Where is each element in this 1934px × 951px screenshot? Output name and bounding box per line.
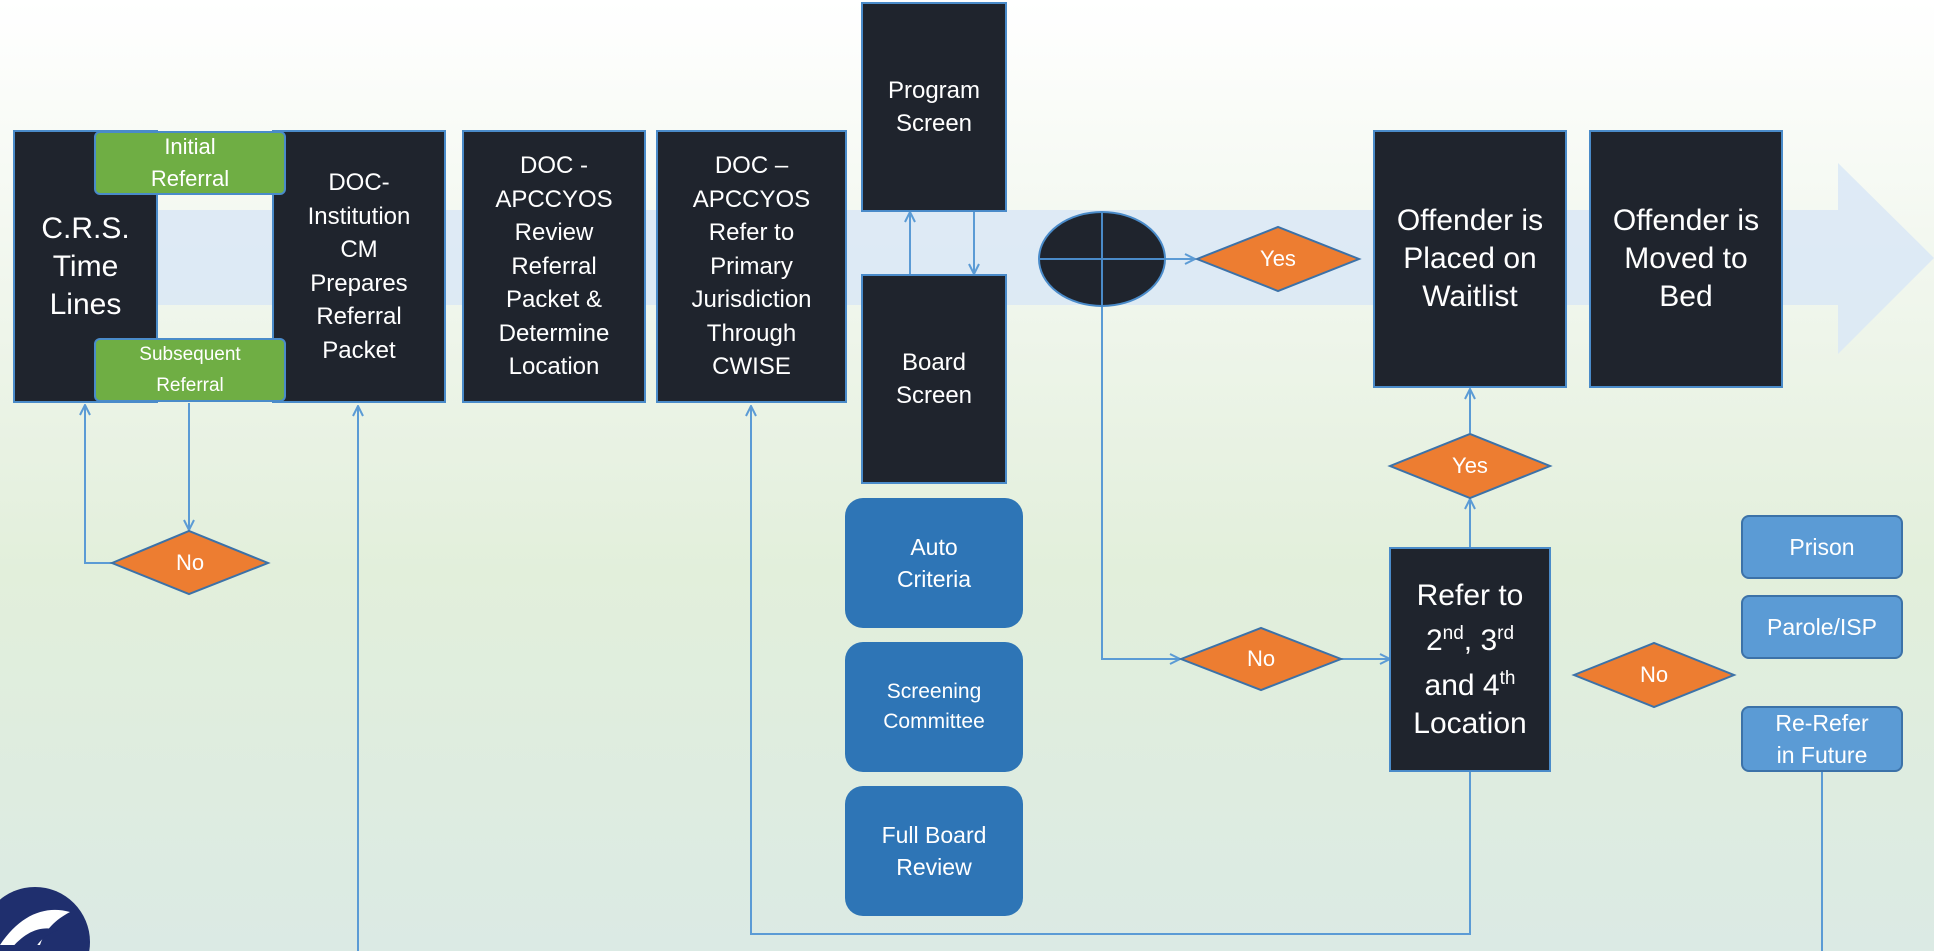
- yes-top-label: Yes: [1260, 246, 1296, 271]
- decision-circle: [1038, 211, 1166, 307]
- moved-to-bed-label: Offender is Moved to Bed: [1612, 204, 1760, 313]
- waitlist-label: Offender is Placed on Waitlist: [1396, 204, 1544, 313]
- connectors: [85, 212, 1823, 951]
- program-screen-label: Program Screen: [887, 76, 981, 138]
- re-refer-button: Re-Refer in Future: [1741, 706, 1903, 772]
- doc-review-label: DOC - APCCYOS Review Referral Packet & D…: [495, 152, 613, 381]
- diamond-no-right: [1571, 641, 1737, 709]
- initial-referral-tag: Initial Referral: [94, 131, 286, 195]
- refer-location-box: Refer to 2nd, 3rd and 4th Location: [1389, 547, 1551, 772]
- board-screen-box: Board Screen: [861, 274, 1007, 484]
- program-screen-box: Program Screen: [861, 2, 1007, 212]
- no-mid-label: No: [1246, 646, 1276, 671]
- yes-mid-label: Yes: [1452, 453, 1488, 478]
- diamond-yes-mid: [1387, 432, 1553, 500]
- doc-institution-box: DOC- Institution CM Prepares Referral Pa…: [272, 130, 446, 403]
- doc-review-box: DOC - APCCYOS Review Referral Packet & D…: [462, 130, 646, 403]
- board-screen-label: Board Screen: [895, 348, 973, 410]
- no-left-label: No: [175, 550, 205, 575]
- parole-isp-button: Parole/ISP: [1741, 595, 1903, 659]
- eagle-logo-icon: [0, 887, 90, 951]
- crs-timelines-label: C.R.S. Time Lines: [41, 211, 130, 321]
- full-board-review-button: Full Board Review: [845, 786, 1023, 916]
- screening-committee-button: Screening Committee: [845, 642, 1023, 772]
- subsequent-referral-tag: Subsequent Referral: [94, 338, 286, 402]
- doc-refer-box: DOC – APCCYOS Refer to Primary Jurisdict…: [656, 130, 847, 403]
- no-right-label: No: [1639, 662, 1669, 687]
- diamond-yes-top: [1194, 225, 1362, 293]
- diamond-no-left: [109, 529, 271, 596]
- doc-institution-label: DOC- Institution CM Prepares Referral Pa…: [307, 169, 411, 364]
- auto-criteria-button: Auto Criteria: [845, 498, 1023, 628]
- diamond-no-mid: [1178, 626, 1344, 692]
- doc-refer-label: DOC – APCCYOS Refer to Primary Jurisdict…: [691, 152, 812, 381]
- waitlist-box: Offender is Placed on Waitlist: [1373, 130, 1567, 388]
- prison-button: Prison: [1741, 515, 1903, 579]
- moved-to-bed-box: Offender is Moved to Bed: [1589, 130, 1783, 388]
- refer-location-label: Refer to 2nd, 3rd and 4th Location: [1413, 578, 1527, 740]
